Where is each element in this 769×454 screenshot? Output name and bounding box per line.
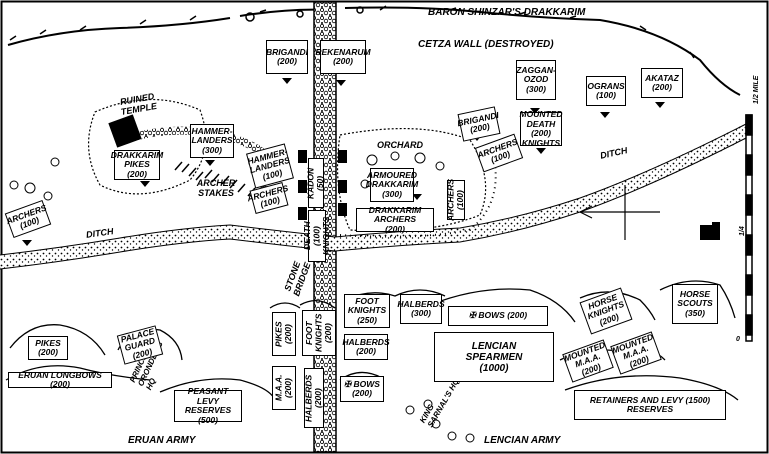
scale-bar: [745, 114, 753, 342]
unit-armoured-drakkarim: Armoured Drakkarim (300): [366, 168, 418, 202]
unit-horse-scouts: Horse Scouts (350): [672, 284, 718, 324]
unit-pikes-eruan: Pikes (200): [28, 336, 68, 360]
bridge-blocks: [298, 150, 347, 220]
label-scale-half: 1/2 Mile: [753, 75, 760, 104]
unit-akataz: Akataz (200): [641, 68, 683, 98]
unit-hammerlanders-west: Hammer- Landers (300): [190, 124, 234, 158]
label-archer-stakes: Archer Stakes: [196, 178, 236, 198]
label-eruan-army: Eruan Army: [128, 435, 196, 446]
unit-retainers-levy: Retainers and Levy (1500) Reserves: [574, 390, 726, 420]
unit-zaggan-ozod: Zaggan- Ozod (300): [516, 60, 556, 100]
cetza-wall: [7, 5, 741, 96]
unit-ograns: Ograns (100): [586, 76, 626, 106]
unit-lencian-spearmen: Lencian Spearmen (1000): [434, 332, 554, 382]
ruined-temple-icon: [108, 114, 142, 148]
unit-maa-centre: M.A.A. (200): [272, 366, 296, 410]
unit-kadon-knights: Kadon (50): [306, 158, 325, 208]
unit-halberds-centre: Halberds (200): [304, 368, 324, 428]
unit-pikes-centre: Pikes (200): [272, 312, 296, 356]
temple-mound: [87, 98, 207, 195]
label-baron: Baron Shinzar's Drakkarim: [428, 7, 586, 18]
unit-drakkarim-pikes: Drakkarim Pikes (200): [110, 149, 164, 180]
unit-brigandi-north: Brigandi (200): [266, 40, 308, 74]
unit-archers-orchard: Archers (100): [445, 178, 465, 222]
unit-foot-knights-centre: Foot Knights (200): [302, 310, 336, 356]
unit-rekenarum: Rekenarum (200): [315, 40, 371, 74]
unit-drakkarim-archers: Drakkarim Archers (200): [356, 205, 434, 233]
unit-mounted-death-knights: Mounted Death (200) Knights: [519, 109, 563, 148]
label-scale-zero: 0: [736, 336, 740, 343]
unit-bows-left: ✠ Bows (200): [340, 376, 384, 402]
unit-death-knights: Death (100) Knights: [302, 210, 331, 262]
unit-peasant-levy: Peasant Levy Reserves (500): [174, 386, 242, 424]
building-icon: [700, 222, 720, 240]
unit-eruan-longbows: Eruan Longbows (200): [8, 370, 112, 389]
unit-bows-200: ✠ Bows (200): [448, 306, 548, 326]
ditch: [0, 123, 752, 269]
compass-arrow-icon: [579, 185, 660, 240]
label-cetza-wall: Cetza Wall (Destroyed): [418, 39, 554, 50]
unit-halberds-200: Halberds (200): [342, 334, 390, 360]
label-scale-quarter: 1/4: [739, 226, 746, 236]
unit-foot-knights-left: Foot Knights (250): [344, 294, 390, 328]
unit-halberds-300: Halberds (300): [397, 294, 445, 324]
label-lencian-army: Lencian Army: [484, 435, 561, 446]
label-orchard: Orchard: [377, 140, 423, 150]
